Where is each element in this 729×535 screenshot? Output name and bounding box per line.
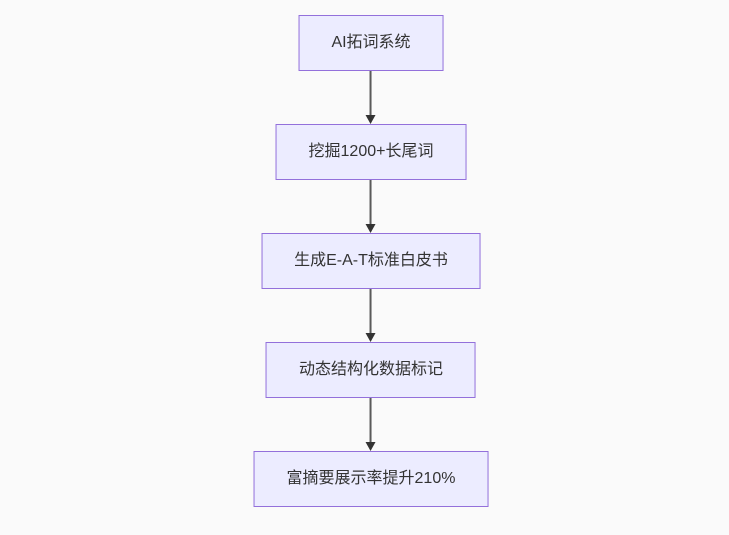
flow-node-ai-keyword-system: AI拓词系统 <box>298 15 444 71</box>
arrow-head-icon <box>366 442 376 451</box>
flow-node-label: 动态结构化数据标记 <box>298 361 443 378</box>
arrow-line <box>370 289 372 333</box>
flow-node-longtail-mining: 挖掘1200+长尾词 <box>275 124 467 180</box>
arrow-line <box>370 180 372 224</box>
flow-connector-arrow <box>365 289 377 342</box>
arrow-head-icon <box>366 224 376 233</box>
flow-connector-arrow <box>365 71 377 124</box>
flow-node-label: 富摘要展示率提升210% <box>286 470 456 487</box>
flow-node-label: AI拓词系统 <box>331 34 411 51</box>
arrow-line <box>370 398 372 442</box>
flow-connector-arrow <box>365 180 377 233</box>
flow-node-label: 挖掘1200+长尾词 <box>308 143 434 160</box>
arrow-head-icon <box>366 333 376 342</box>
arrow-line <box>370 71 372 115</box>
flow-node-label: 生成E-A-T标准白皮书 <box>294 252 448 269</box>
flow-node-structured-data-markup: 动态结构化数据标记 <box>265 342 476 398</box>
flow-connector-arrow <box>365 398 377 451</box>
arrow-head-icon <box>366 115 376 124</box>
flow-node-eat-whitepaper: 生成E-A-T标准白皮书 <box>261 233 481 289</box>
flow-node-rich-snippet-result: 富摘要展示率提升210% <box>253 451 489 507</box>
flowchart: AI拓词系统 挖掘1200+长尾词 生成E-A-T标准白皮书 动态结构化数据标记 <box>253 15 489 507</box>
